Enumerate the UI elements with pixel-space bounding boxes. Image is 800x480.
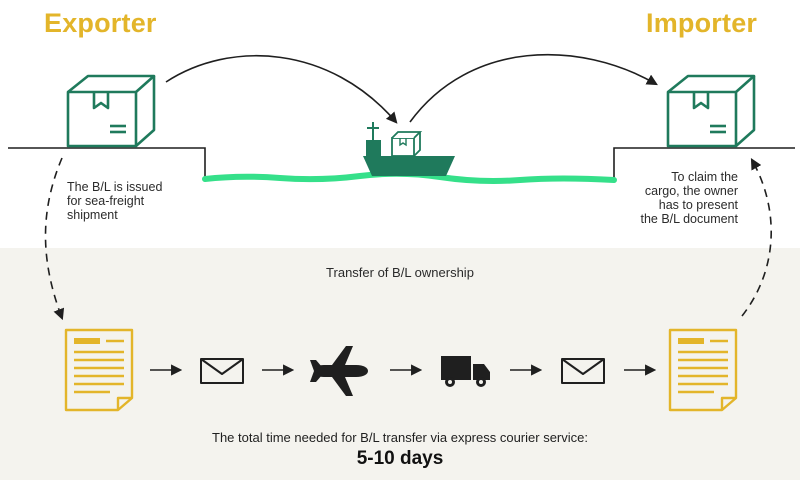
total-time-text: The total time needed for B/L transfer v…	[212, 430, 588, 445]
arrow-exporter-to-ship	[165, 54, 398, 124]
exporter-quay	[8, 147, 206, 180]
transfer-band	[0, 248, 800, 480]
truck-icon	[441, 356, 490, 387]
exporter-box-icon	[66, 74, 156, 148]
transfer-label: Transfer of B/L ownership	[326, 265, 474, 280]
total-time-days: 5-10 days	[356, 448, 444, 469]
importer-title: Importer	[646, 8, 758, 38]
envelope-icon	[561, 358, 605, 384]
dashed-arrow-exporter-down	[44, 157, 65, 321]
exporter-note-line: for sea-freight	[67, 194, 145, 208]
dashed-arrow-up-importer	[741, 158, 772, 317]
importer-note-line: the B/L document	[640, 212, 738, 226]
importer-note-line: has to present	[658, 198, 738, 212]
exporter-title: Exporter	[44, 8, 157, 38]
importer-note-line: To claim the	[671, 170, 738, 184]
cargo-ship-icon	[363, 122, 455, 176]
arrow-ship-to-importer	[409, 53, 658, 123]
envelope-icon	[200, 358, 244, 384]
airplane-icon	[310, 346, 368, 396]
importer-box-icon	[666, 74, 756, 148]
exporter-note-line: shipment	[67, 208, 118, 222]
importer-note: To claim the cargo, the owner has to pre…	[600, 170, 738, 226]
document-icon	[64, 328, 134, 412]
exporter-note-line: The B/L is issued	[67, 180, 163, 194]
importer-note-line: cargo, the owner	[644, 184, 738, 198]
importer-quay	[613, 147, 795, 180]
document-icon	[668, 328, 738, 412]
exporter-note: The B/L is issued for sea-freight shipme…	[67, 180, 162, 222]
